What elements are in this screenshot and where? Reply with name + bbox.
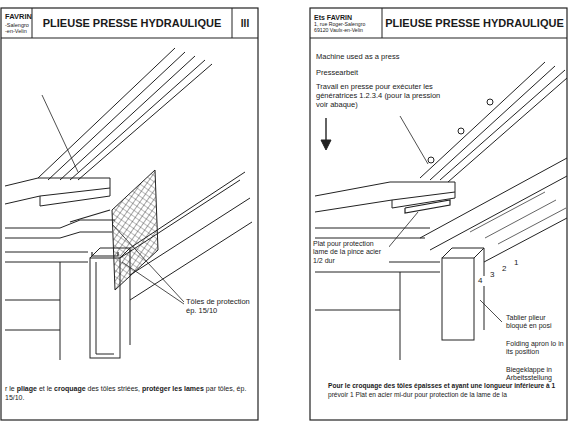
header-rule [310, 37, 567, 38]
upper-beam [315, 62, 567, 212]
header-rule [1, 37, 258, 38]
note-text: croquage [54, 385, 86, 392]
note-text: des tôles striées, [88, 385, 141, 392]
table [5, 220, 115, 360]
header-text: PLIEUSE PRESSE HYDRAULIQUE [385, 17, 564, 30]
note-text: Travail en presse pour exécuter les géné… [316, 82, 446, 109]
note-text: et le [39, 385, 52, 392]
address-text: -Salengro -en-Velin [5, 22, 29, 35]
note-text: r le [5, 385, 15, 392]
page-frame [310, 8, 567, 420]
part-label: Biegeklappe in Arbeitsstellung [506, 366, 566, 383]
part-label: Tablier plieur bloqué en posi [506, 314, 566, 331]
protection-plate [405, 200, 450, 213]
note-text: par [206, 385, 216, 392]
press-arrow [321, 118, 331, 150]
header-text: III [235, 18, 255, 30]
callout-number: 1 [514, 258, 524, 268]
note-paragraph: Pour le croquage des tôles épaisses et a… [328, 382, 564, 400]
folding-apron [420, 158, 567, 340]
part-label: Plat pour protection lame de la pince ac… [313, 240, 389, 265]
folding-apron [90, 172, 252, 358]
note-paragraph: r le pliage et le croquage des tôles str… [5, 384, 253, 403]
note-text: prévoir 1 Plat en acier mi-dur pour prot… [328, 391, 507, 398]
note-text: pliage [17, 385, 37, 392]
header-divider [232, 8, 233, 38]
page-frame [1, 8, 258, 420]
header-cell: PLIEUSE PRESSE HYDRAULIQUE [382, 9, 567, 38]
header-cell: Ets FAVRIN1, rue Roger-Salengro 69120 Va… [311, 9, 382, 38]
note-text: protéger les lames [142, 385, 204, 392]
header-cell: FAVRIN-Salengro -en-Velin [2, 9, 32, 38]
note-text: Pour le croquage des tôles épaisses et a… [328, 382, 555, 389]
note-text: Pressearbeit [316, 68, 436, 77]
upper-beam [5, 48, 212, 206]
part-label: Folding apron lo in its position [506, 340, 566, 357]
address-text: 1, rue Roger-Salengro 69120 Vaulx-en-Vel… [314, 22, 379, 34]
callout-number: 4 [478, 276, 488, 286]
callout-number: 2 [502, 264, 512, 274]
part-label: Tôles de protection ép. 15/10 [186, 297, 256, 315]
leader-line [42, 95, 184, 304]
header-text: FAVRIN [5, 13, 29, 22]
header-divider [382, 8, 383, 38]
generatrix-line [470, 192, 566, 244]
note-text: Machine used as a press [316, 52, 436, 61]
header-text: Ets FAVRIN [314, 14, 379, 22]
protection-sheet [70, 210, 118, 256]
callout-number: 3 [490, 270, 500, 280]
header-divider [32, 8, 33, 38]
leader-line [388, 116, 502, 322]
header-text: PLIEUSE PRESSE HYDRAULIQUE [35, 17, 229, 30]
header-cell: III [232, 9, 258, 38]
header-cell: PLIEUSE PRESSE HYDRAULIQUE [32, 9, 232, 38]
